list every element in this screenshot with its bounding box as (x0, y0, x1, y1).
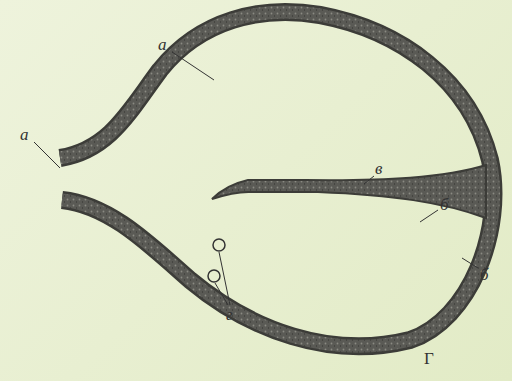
leader-lines (34, 52, 478, 305)
part-label: а (20, 126, 29, 143)
part-label: Г (424, 350, 434, 367)
part-label: в (375, 160, 382, 177)
small-circle (213, 239, 225, 251)
part-label: а (158, 36, 167, 53)
septum (212, 165, 486, 218)
outer-wall (60, 12, 493, 346)
part-label: б (480, 266, 489, 283)
small-circle (208, 270, 220, 282)
part-label: г (226, 306, 233, 323)
part-label: б (440, 196, 449, 213)
